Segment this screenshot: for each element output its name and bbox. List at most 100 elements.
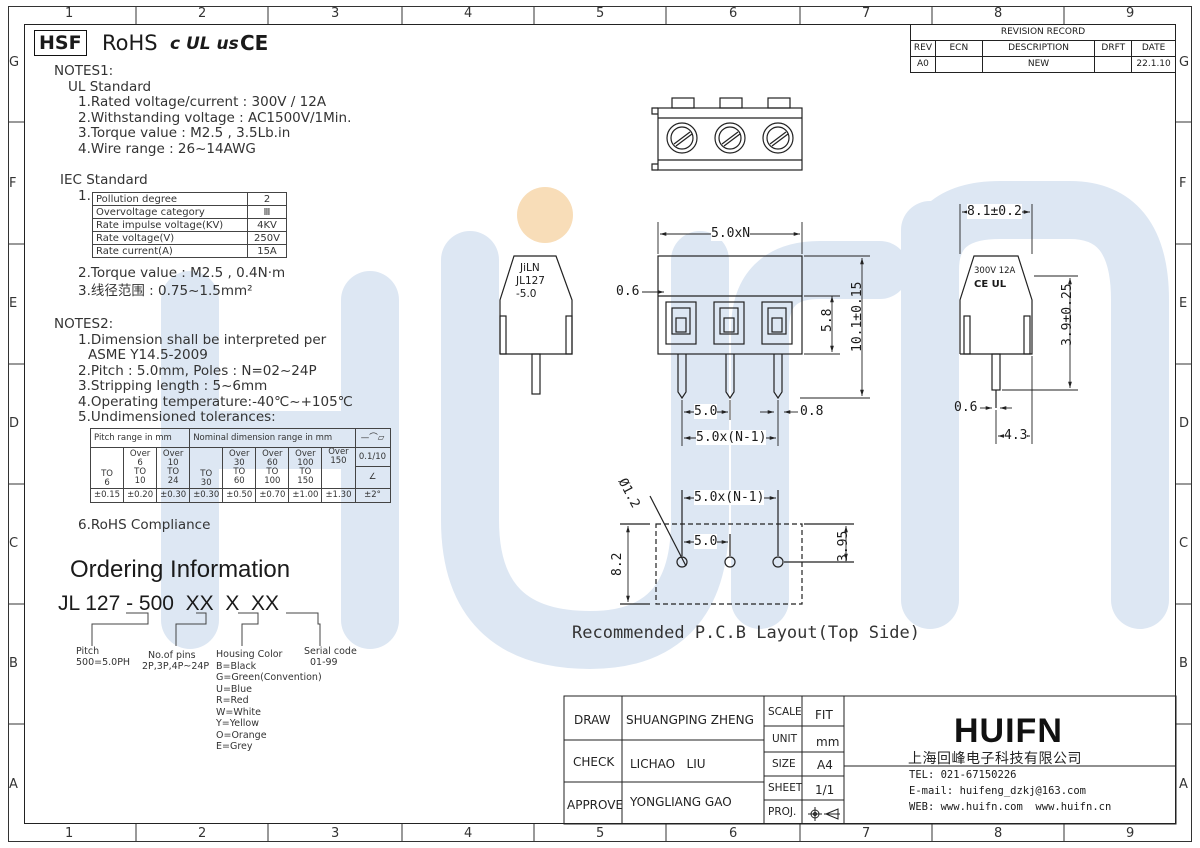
notes2-item-5: 5.Undimensioned tolerances: bbox=[78, 409, 276, 425]
side-label: JiLN JL127 -5.0 bbox=[516, 262, 545, 301]
zone-col-7: 7 bbox=[862, 6, 871, 21]
zone-row-a-right: A bbox=[1179, 777, 1188, 792]
tol-range: TO 6 bbox=[89, 447, 125, 489]
dim-pitch: 5.0 bbox=[694, 404, 718, 419]
right-side-view bbox=[959, 255, 1033, 408]
rev-header-desc: DESCRIPTION bbox=[982, 41, 1096, 57]
notes2-item-4: 4.Operating temperature:-40℃~+105℃ bbox=[78, 393, 353, 410]
approve-name: YONGLIANG GAO bbox=[630, 795, 732, 809]
pitch-label: Pitch 500=5.0PH bbox=[76, 646, 130, 668]
zone-row-c-right: C bbox=[1179, 536, 1189, 551]
zone-col-6: 6 bbox=[729, 6, 738, 21]
serial-value: 01-99 bbox=[310, 657, 338, 668]
rev-header-rev: REV bbox=[911, 41, 936, 57]
rohs-compliance: 6.RoHS Compliance bbox=[78, 517, 211, 533]
zone-col-1-bottom: 1 bbox=[65, 826, 74, 841]
company-tel: TEL: 021-67150226 bbox=[909, 769, 1017, 781]
draw-label: DRAW bbox=[574, 713, 611, 727]
zone-row-b-right: B bbox=[1179, 656, 1188, 671]
hsf-logo: HSF bbox=[34, 30, 87, 56]
dim-pin-pos: 4.3 bbox=[1004, 428, 1028, 443]
pcb-caption: Recommended P.C.B Layout(Top Side) bbox=[572, 623, 920, 643]
iec-item-3: 3.线径范围 : 0.75~1.5mm² bbox=[78, 282, 253, 299]
ul-item-2: 2.Withstanding voltage : AC1500V/1Min. bbox=[78, 109, 352, 126]
zone-col-3-bottom: 3 bbox=[331, 826, 340, 841]
zone-row-a: A bbox=[9, 777, 18, 792]
unit-label: UNIT bbox=[772, 733, 798, 745]
rating-label: 300V 12A bbox=[974, 266, 1016, 276]
serial-code: Serial code 01-99 bbox=[304, 646, 357, 668]
tol-sym: —⌒▱ bbox=[354, 428, 391, 448]
zone-col-9-bottom: 9 bbox=[1126, 826, 1135, 841]
ordering-title: Ordering Information bbox=[70, 556, 291, 583]
zone-col-4: 4 bbox=[464, 6, 473, 21]
zone-col-4-bottom: 4 bbox=[464, 826, 473, 841]
sheet-label: SHEET bbox=[768, 782, 803, 794]
zone-row-f-right: F bbox=[1179, 176, 1187, 191]
side-label-pitch: -5.0 bbox=[516, 288, 537, 300]
notes2: NOTES2: 1.Dimension shall be interpreted… bbox=[54, 316, 353, 426]
revision-record: REVISION RECORD REV ECN DESCRIPTION DRFT… bbox=[910, 24, 1176, 73]
dim-pin-side: 0.6 bbox=[954, 400, 978, 415]
left-side-view bbox=[499, 255, 573, 395]
dim-depth: 8.1±0.2 bbox=[967, 204, 1022, 219]
approve-label: APPROVE bbox=[567, 798, 624, 812]
zone-col-9: 9 bbox=[1126, 6, 1135, 21]
ul-item-3: 3.Torque value : M2.5 , 3.5Lb.in bbox=[78, 125, 291, 141]
zone-row-c: C bbox=[9, 536, 19, 551]
iec-cell: 15A bbox=[247, 244, 287, 258]
company-name: 上海回峰电子科技有限公司 bbox=[908, 751, 1082, 767]
housing-value: Y=Yellow bbox=[216, 718, 260, 729]
tol-value: ±0.20 bbox=[123, 488, 158, 503]
outer-border bbox=[8, 6, 1192, 842]
housing-value: B=Black bbox=[216, 660, 257, 672]
dim-pin-offset: 0.6 bbox=[616, 284, 640, 299]
rev-drft-value bbox=[1095, 57, 1133, 73]
ul-item-4: 4.Wire range : 26~14AWG bbox=[78, 140, 256, 157]
zone-row-b: B bbox=[9, 656, 18, 671]
pins-value: 2P,3P,4P~24P bbox=[142, 661, 210, 672]
iec-standard-title: IEC Standard bbox=[60, 172, 148, 188]
zone-row-d: D bbox=[9, 416, 20, 431]
zone-col-6-bottom: 6 bbox=[729, 826, 738, 841]
dim-pin-width: 0.8 bbox=[800, 404, 824, 419]
dim-pcb-pitch: 5.0 bbox=[694, 534, 718, 549]
dim-span: 5.0x(N-1) bbox=[696, 430, 767, 445]
zone-col-8: 8 bbox=[994, 6, 1003, 21]
housing-value: G=Green(Convention) bbox=[216, 672, 322, 683]
zone-col-5: 5 bbox=[596, 6, 605, 21]
rev-header-ecn: ECN bbox=[935, 41, 983, 57]
check-name: LICHAO LIU bbox=[630, 757, 706, 771]
pcb-layout bbox=[620, 490, 854, 605]
check-label: CHECK bbox=[573, 755, 615, 769]
rev-header-drft: DRFT bbox=[1095, 41, 1133, 57]
tol-flat: 0.1/10 bbox=[355, 448, 390, 467]
company-email: E-mail: huifeng_dzkj@163.com bbox=[909, 785, 1087, 797]
zone-col-3: 3 bbox=[331, 6, 340, 21]
pitch-label-text: Pitch bbox=[76, 646, 100, 657]
zone-row-e: E bbox=[9, 296, 18, 311]
rev-value: A0 bbox=[911, 57, 936, 73]
iec-cell: Rate current(A) bbox=[92, 244, 248, 258]
front-view bbox=[657, 255, 803, 400]
zone-row-e-right: E bbox=[1179, 296, 1188, 311]
zone-col-5-bottom: 5 bbox=[596, 826, 605, 841]
notes2-item-3: 3.Stripping length : 5~6mm bbox=[78, 378, 268, 394]
tol-range: Over 10 TO 24 bbox=[156, 447, 191, 489]
housing-label: Housing Color bbox=[216, 649, 283, 660]
side-label-model: JL127 bbox=[516, 275, 545, 287]
tol-angle-sym: ∠ bbox=[368, 472, 377, 482]
notes2-title: NOTES2: bbox=[54, 316, 114, 332]
proj-label: PROJ. bbox=[768, 806, 797, 818]
tol-range: Over 30 TO 60 bbox=[222, 447, 257, 489]
housing-value: O=Orange bbox=[216, 729, 267, 741]
tol-value: ±0.15 bbox=[89, 488, 125, 503]
zone-row-f: F bbox=[9, 176, 17, 191]
iec-item-2: 2.Torque value : M2.5 , 0.4N·m bbox=[78, 265, 286, 281]
housing-color: Housing Color B=Black G=Green(Convention… bbox=[216, 649, 322, 753]
zone-col-8-bottom: 8 bbox=[994, 826, 1003, 841]
draw-name: SHUANGPING ZHENG bbox=[626, 713, 754, 727]
